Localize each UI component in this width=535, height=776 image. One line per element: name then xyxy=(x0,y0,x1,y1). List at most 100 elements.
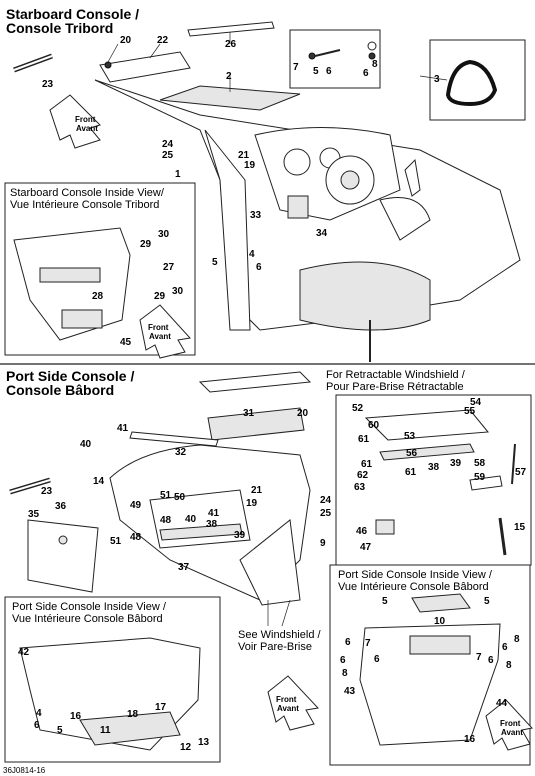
console-cover-22 xyxy=(99,51,191,83)
callout-29-a: 29 xyxy=(140,239,152,250)
top-title-line2: Console Tribord xyxy=(6,20,113,36)
callout-3: 3 xyxy=(434,74,440,85)
gasket-3 xyxy=(445,59,498,107)
see-windshield-1: See Windshield / xyxy=(238,629,321,641)
callout-5-bottom-b: 5 xyxy=(382,596,388,607)
fastener-inset-box xyxy=(289,29,381,89)
callout-37: 37 xyxy=(178,562,190,573)
front-label-inset-top: Front xyxy=(148,323,169,332)
trim-strip-23-bottom xyxy=(9,477,51,495)
console-panel-31b xyxy=(207,407,305,441)
gasket-inset-box xyxy=(429,39,526,121)
callout-57: 57 xyxy=(515,467,527,478)
callout-43: 43 xyxy=(344,686,356,697)
callout-28: 28 xyxy=(92,291,104,302)
callout-6-top-b: 6 xyxy=(363,68,369,79)
callout-30-b: 30 xyxy=(172,286,184,297)
part-53 xyxy=(364,409,489,441)
inside-bracket-28 xyxy=(39,267,101,283)
callout-34: 34 xyxy=(316,228,328,239)
callout-45: 45 xyxy=(120,337,132,348)
trim-strip-26 xyxy=(187,21,275,37)
callout-7-bottom-b: 7 xyxy=(476,652,482,663)
callout-5-bottom-c: 5 xyxy=(484,596,490,607)
callout-31: 31 xyxy=(243,408,255,419)
callout-5-bottom-a: 5 xyxy=(57,725,63,736)
avant-label-top-left: Avant xyxy=(76,124,98,133)
callout-8-bottom-b: 8 xyxy=(514,634,520,645)
fastener-36 xyxy=(58,535,68,545)
avant-label-bottom-mid: Avant xyxy=(277,704,299,713)
callout-61-a: 61 xyxy=(358,434,370,445)
callout-15: 15 xyxy=(514,522,526,533)
callout-6-top-a: 6 xyxy=(326,66,332,77)
avant-label-inset-top: Avant xyxy=(149,332,171,341)
front-arrow-top-left xyxy=(49,94,101,149)
callout-16-a: 16 xyxy=(70,711,82,722)
callout-39-a: 39 xyxy=(234,530,246,541)
part-46 xyxy=(375,519,395,535)
callout-12: 12 xyxy=(180,742,192,753)
footer-code: 36J0814-16 xyxy=(3,766,46,775)
callout-56: 56 xyxy=(406,448,418,459)
rod-57 xyxy=(511,443,516,485)
callout-7-bottom-a: 7 xyxy=(365,638,371,649)
callout-30-a: 30 xyxy=(158,229,170,240)
port-inside-view-right-box xyxy=(329,564,531,766)
callout-53: 53 xyxy=(404,431,416,442)
front-label-top-left: Front xyxy=(75,115,96,124)
console-opening xyxy=(409,635,471,655)
callout-40-b: 40 xyxy=(185,514,197,525)
callout-61-c: 61 xyxy=(405,467,417,478)
callout-59: 59 xyxy=(474,472,486,483)
port-inside-right-title-2: Vue Intérieure Console Bâbord xyxy=(338,581,489,593)
callout-20-top: 20 xyxy=(120,35,132,46)
callout-23-bottom: 23 xyxy=(41,486,53,497)
callout-51-b: 51 xyxy=(110,536,122,547)
bottom-title-line2: Console Bâbord xyxy=(6,382,114,398)
starboard-inside-title-1: Starboard Console Inside View/ xyxy=(10,187,165,199)
trim-strip-32 xyxy=(129,431,219,447)
bottom-title-line1: Port Side Console / xyxy=(6,368,134,384)
trim-strip-23 xyxy=(13,53,53,73)
part-59 xyxy=(469,475,503,491)
callout-21-top: 21 xyxy=(238,150,250,161)
callout-38-b: 38 xyxy=(428,462,440,473)
console-cover-35 xyxy=(27,519,99,593)
callout-6-bottom-b: 6 xyxy=(345,637,351,648)
callout-48-a: 48 xyxy=(160,515,172,526)
front-arrow-inset-top xyxy=(139,304,191,359)
callout-38-a: 38 xyxy=(206,519,218,530)
fastener-inset-parts xyxy=(308,41,377,60)
callout-5-top-b: 5 xyxy=(212,257,218,268)
callout-55: 55 xyxy=(464,406,476,417)
callout-8-bottom-a: 8 xyxy=(342,668,348,679)
port-inside-view-left-box xyxy=(4,596,221,763)
callout-36: 36 xyxy=(55,501,67,512)
callout-20-bottom: 20 xyxy=(297,408,309,419)
callout-13: 13 xyxy=(198,737,210,748)
callout-61-b: 61 xyxy=(361,459,373,470)
part-56 xyxy=(379,443,475,461)
callout-40-a: 40 xyxy=(80,439,92,450)
callout-6-bottom-c: 6 xyxy=(340,655,346,666)
callout-23-top: 23 xyxy=(42,79,54,90)
callout-11: 11 xyxy=(100,725,111,736)
callout-8-top: 8 xyxy=(372,59,378,70)
callout-44: 44 xyxy=(496,698,508,709)
callout-6-bottom-f: 6 xyxy=(502,642,508,653)
callout-42: 42 xyxy=(18,647,30,658)
callout-25-top: 25 xyxy=(162,150,174,161)
starboard-inside-title-2: Vue Intérieure Console Tribord xyxy=(10,199,159,211)
front-arrow-bottom-mid xyxy=(267,675,320,731)
console-cover-31 xyxy=(198,371,312,393)
callout-8-bottom-c: 8 xyxy=(506,660,512,671)
callout-16-b: 16 xyxy=(464,734,476,745)
port-inside-left-title-2: Vue Intérieure Console Bâbord xyxy=(12,613,163,625)
callout-18: 18 xyxy=(127,709,139,720)
callout-27: 27 xyxy=(163,262,175,273)
callout-54: 54 xyxy=(470,397,482,408)
callout-21-bottom: 21 xyxy=(251,485,263,496)
callout-1: 1 xyxy=(175,169,181,180)
